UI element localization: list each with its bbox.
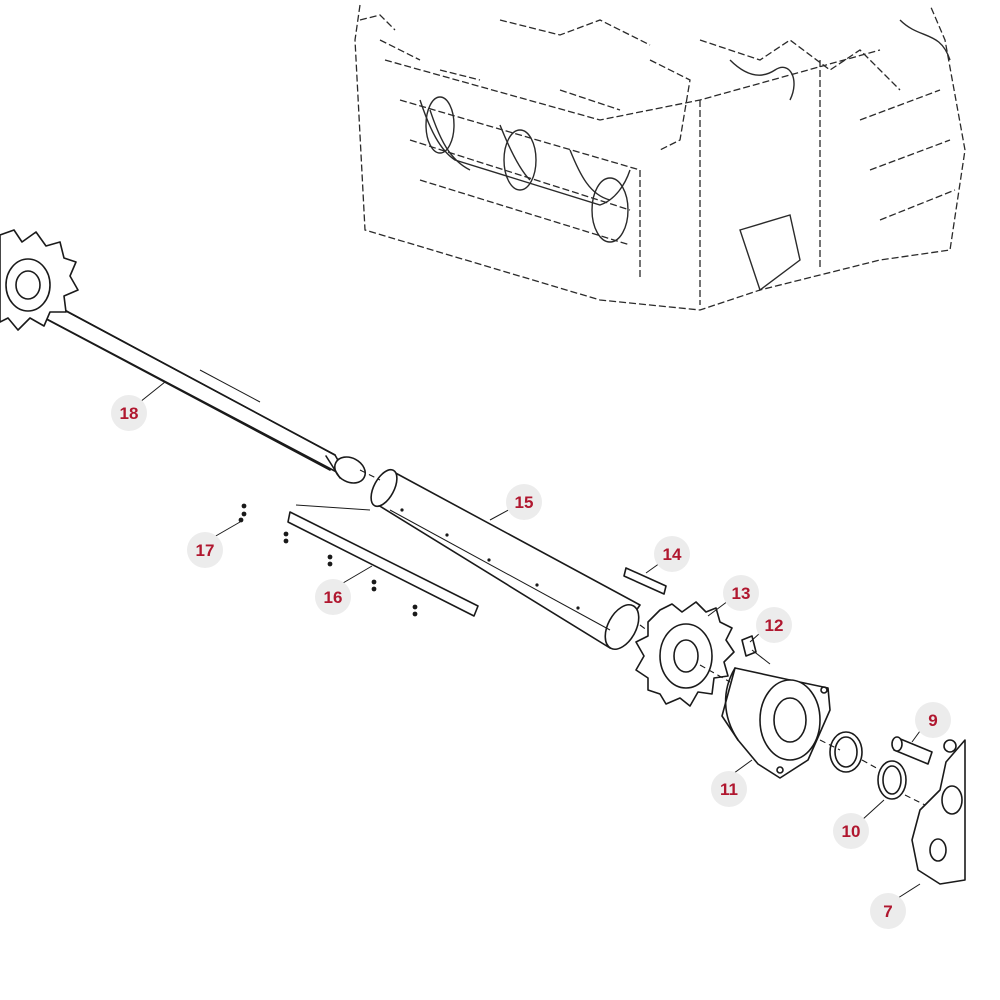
callout-7[interactable]: 7 [870, 893, 906, 929]
part-17-screws [238, 503, 418, 617]
callout-label: 12 [765, 616, 784, 635]
callout-label: 15 [515, 493, 534, 512]
callout-label: 14 [663, 545, 682, 564]
callout-bubble [870, 893, 906, 929]
leader-lines [139, 381, 921, 899]
callout-bubble [111, 395, 147, 431]
callout-label: 7 [883, 902, 892, 921]
part-12-bolt [741, 635, 771, 665]
callout-bubble [187, 532, 223, 568]
callout-11[interactable]: 11 [711, 771, 747, 807]
part-10-snap-rings [819, 731, 907, 800]
part-7-gear-housing [904, 739, 966, 885]
callout-bubble [723, 575, 759, 611]
callout-12[interactable]: 12 [756, 607, 792, 643]
machine-housing [354, 4, 966, 311]
callout-label: 13 [732, 584, 751, 603]
callout-14[interactable]: 14 [654, 536, 690, 572]
callout-15[interactable]: 15 [506, 484, 542, 520]
callout-label: 17 [196, 541, 215, 560]
part-11-bearing-housing [721, 667, 831, 779]
callout-label: 11 [720, 780, 738, 799]
callout-bubble [506, 484, 542, 520]
callout-label: 16 [324, 588, 343, 607]
part-15-tube [359, 468, 661, 650]
callout-9[interactable]: 9 [915, 702, 951, 738]
callout-label: 18 [120, 404, 139, 423]
callout-bubble [756, 607, 792, 643]
part-18-drive-shaft [13, 282, 367, 484]
part-14-key [623, 567, 667, 595]
callout-18[interactable]: 18 [111, 395, 147, 431]
callout-17[interactable]: 17 [187, 532, 223, 568]
part-16-strip [287, 504, 479, 617]
part-18-sprocket [0, 229, 79, 331]
callout-bubble [315, 579, 351, 615]
callout-bubble [711, 771, 747, 807]
callout-bubble [654, 536, 690, 572]
callout-16[interactable]: 16 [315, 579, 351, 615]
part-9-pin [891, 736, 933, 765]
callout-label: 10 [842, 822, 861, 841]
callout-bubble [833, 813, 869, 849]
part-13-sprocket [635, 601, 735, 707]
callout-bubble [915, 702, 951, 738]
callout-13[interactable]: 13 [723, 575, 759, 611]
callout-10[interactable]: 10 [833, 813, 869, 849]
callout-label: 9 [928, 711, 937, 730]
